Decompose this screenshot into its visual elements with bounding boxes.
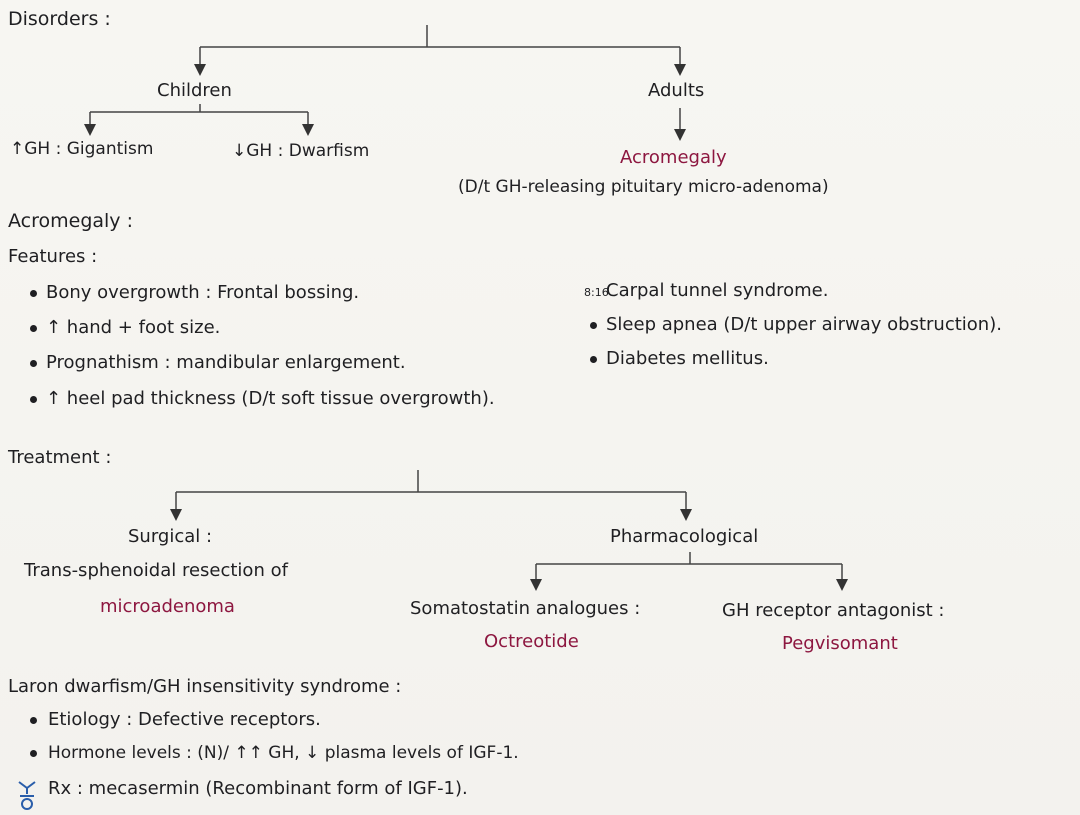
pharmacological-label: Pharmacological [610, 526, 759, 547]
feature-right-3: Diabetes mellitus. [606, 348, 769, 369]
children-label: Children [157, 80, 232, 101]
feature-left-1: Bony overgrowth : Frontal bossing. [46, 282, 360, 303]
surgical-line-1: Trans-sphenoidal resection of [24, 560, 288, 581]
bullet [30, 290, 37, 297]
bullet [30, 325, 37, 332]
laron-item-3: Rx : mecasermin (Recombinant form of IGF… [48, 778, 468, 799]
symbol-icon [18, 781, 36, 810]
somatostatin-label: Somatostatin analogues : [410, 598, 641, 619]
acromegaly-label: Acromegaly [620, 147, 727, 168]
treatment-heading: Treatment : [8, 447, 112, 468]
feature-left-3: Prognathism : mandibular enlargement. [46, 352, 406, 373]
gh-antagonist-label: GH receptor antagonist : [722, 600, 945, 621]
feature-left-4: ↑ heel pad thickness (D/t soft tissue ov… [46, 388, 495, 409]
features-heading: Features : [8, 246, 98, 267]
octreotide-label: Octreotide [484, 631, 579, 652]
laron-heading: Laron dwarfism/GH insensitivity syndrome… [8, 676, 402, 697]
pegvisomant-label: Pegvisomant [782, 633, 898, 654]
bullet [590, 322, 597, 329]
acromegaly-heading: Acromegaly : [8, 210, 133, 232]
adults-label: Adults [648, 80, 705, 101]
bullet [30, 396, 37, 403]
acromegaly-cause: (D/t GH-releasing pituitary micro-adenom… [458, 177, 829, 197]
bullet [590, 356, 597, 363]
feature-right-2: Sleep apnea (D/t upper airway obstructio… [606, 314, 1002, 335]
dwarfism-label: ↓GH : Dwarfism [232, 141, 370, 161]
surgical-label: Surgical : [128, 526, 213, 547]
feature-right-1: Carpal tunnel syndrome. [606, 280, 829, 301]
bullet [30, 360, 37, 367]
surgical-line-2: microadenoma [100, 596, 235, 617]
artifact-text: 8:16 [584, 286, 609, 299]
laron-item-1: Etiology : Defective receptors. [48, 709, 321, 730]
gigantism-label: ↑GH : Gigantism [10, 139, 154, 159]
bullet [30, 717, 37, 724]
laron-item-2: Hormone levels : (N)/ ↑↑ GH, ↓ plasma le… [48, 743, 519, 763]
bullet [30, 750, 37, 757]
disorders-heading: Disorders : [8, 8, 111, 30]
feature-left-2: ↑ hand + foot size. [46, 317, 221, 338]
